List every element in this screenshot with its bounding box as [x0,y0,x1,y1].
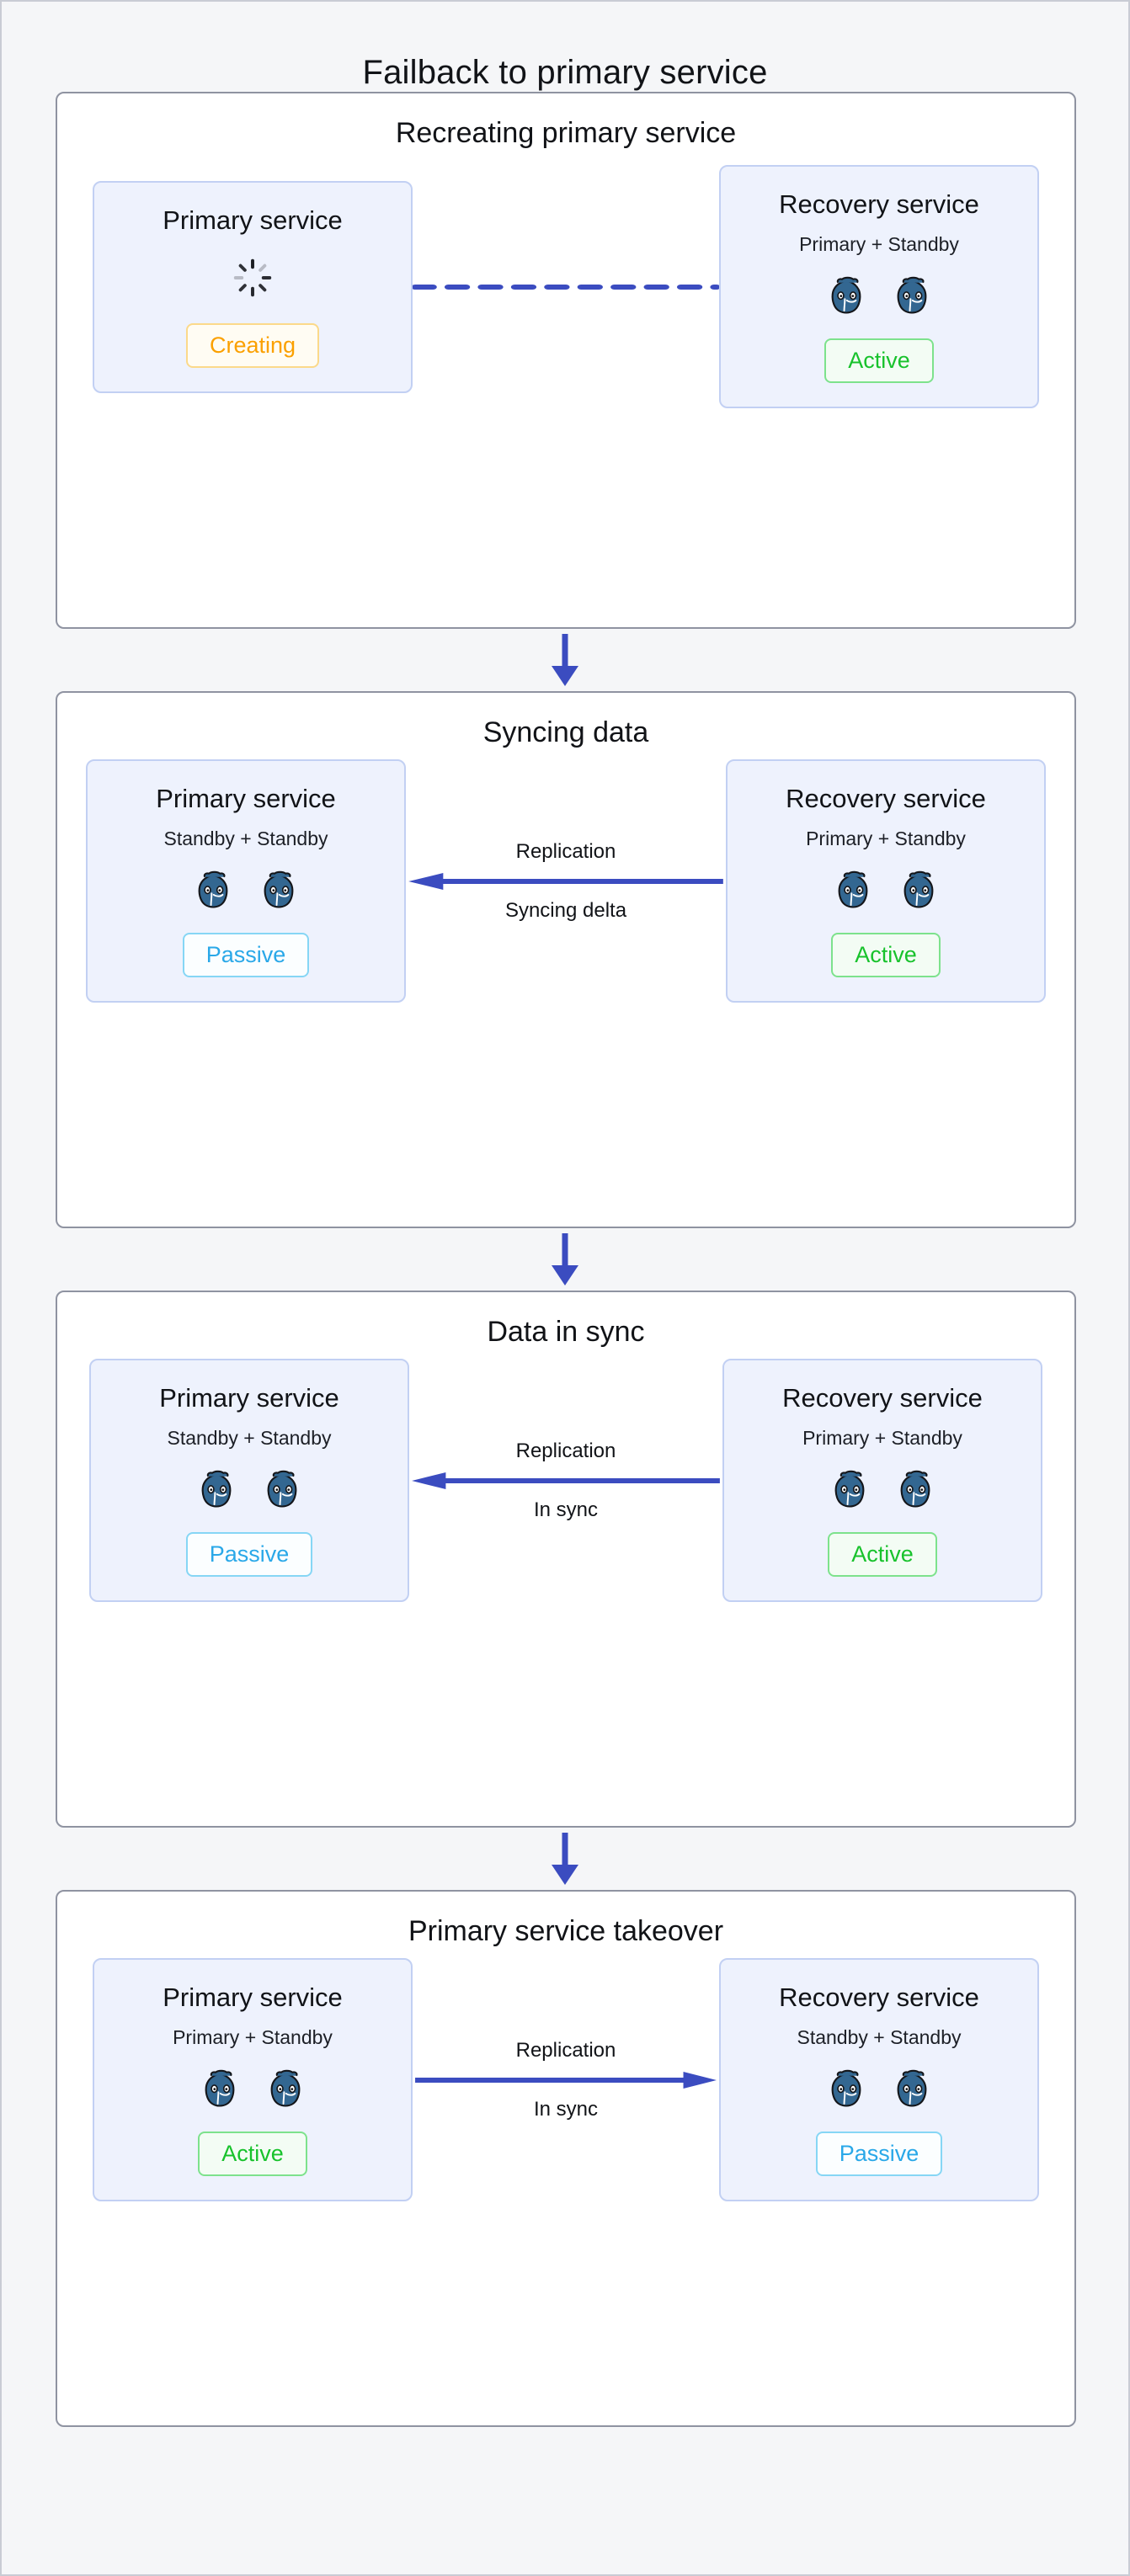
stage-primary-service-takeover: Primary service takeover Primary service… [56,1890,1076,2427]
postgresql-elephant-icon [900,1470,930,1508]
stage-connector-3-4 [56,1828,1074,1890]
stage-body: Primary service Standby + Standby [57,749,1074,1003]
postgresql-elephant-icon [831,276,861,314]
arrow-left-icon [408,872,723,890]
stage-connector-1-2 [56,629,1074,691]
dashed-link-icon [413,284,719,290]
postgresql-elephant-icon [264,870,294,908]
arrow-right-icon [415,2071,717,2089]
postgresql-elephant-icon [897,2069,927,2107]
postgres-node-row [198,2068,307,2111]
loading-spinner-icon [233,258,272,296]
postgresql-elephant-icon [903,870,934,908]
stage-title: Syncing data [482,716,649,748]
connector-dashed [413,276,719,298]
connector-label-top: Replication [515,1439,616,1462]
stage-title: Data in sync [487,1316,645,1348]
connector-label-top: Replication [515,839,616,863]
postgresql-elephant-icon [205,2069,235,2107]
stage-data-in-sync: Data in sync Primary service Standby + S… [56,1291,1076,1828]
status-badge: Active [198,2132,307,2177]
status-badge: Passive [185,1532,313,1578]
postgresql-elephant-icon [831,2069,861,2107]
card-subtitle: Primary + Standby [173,2026,333,2049]
page-title: Failback to primary service [362,54,768,91]
card-title: Recovery service [779,189,979,219]
card-title: Primary service [163,1983,343,2012]
recovery-service-card[interactable]: Recovery service Primary + Standby [722,1359,1042,1603]
connector-label-top: Replication [515,2038,616,2062]
status-badge: Passive [182,933,310,978]
postgresql-elephant-icon [201,1470,232,1508]
status-badge: Active [828,1532,937,1578]
status-badge: Active [831,933,941,978]
postgresql-elephant-icon [198,870,228,908]
card-subtitle: Primary + Standby [799,233,959,256]
status-badge: Passive [815,2132,943,2177]
stage-connector-2-3 [56,1228,1074,1291]
connector-replication: Replication In sync [413,2039,719,2121]
stage-body: Primary service Creati [57,150,1074,409]
arrow-left-icon [412,1472,720,1489]
card-title: Recovery service [782,1383,983,1413]
card-title: Primary service [163,205,343,235]
status-badge: Active [824,338,934,384]
card-subtitle: Standby + Standby [167,1427,332,1450]
connector-label-bottom: In sync [533,2097,599,2121]
stage-title: Primary service takeover [408,1915,724,1947]
arrow-down-icon [552,1233,578,1285]
postgresql-elephant-icon [838,870,868,908]
recovery-service-card[interactable]: Recovery service Standby + Standby [719,1958,1039,2202]
postgres-node-row [824,274,934,318]
card-title: Recovery service [779,1983,979,2012]
primary-service-card[interactable]: Primary service Primary + Standby [93,1958,413,2202]
card-title: Recovery service [786,784,986,813]
postgres-node-row [824,2068,934,2111]
connector-label-bottom: In sync [533,1498,599,1521]
stage-syncing-data: Syncing data Primary service Standby + S… [56,691,1076,1228]
primary-service-card[interactable]: Primary service Standby + Standby [86,759,406,1003]
primary-service-card[interactable]: Primary service Creati [93,180,413,393]
card-subtitle: Primary + Standby [802,1427,962,1450]
postgresql-elephant-icon [834,1470,865,1508]
arrow-down-icon [552,1833,578,1885]
recovery-service-card[interactable]: Recovery service Primary + Standby [726,759,1046,1003]
stage-body: Primary service Standby + Standby [57,1349,1074,1603]
card-subtitle: Standby + Standby [797,2026,962,2049]
postgres-node-row [828,1468,937,1512]
recovery-service-card[interactable]: Recovery service Primary + Standby [719,165,1039,409]
card-title: Primary service [156,784,336,813]
postgresql-elephant-icon [897,276,927,314]
stage-recreating-primary-service: Recreating primary service Primary servi… [56,92,1076,629]
card-subtitle: Standby + Standby [163,828,328,850]
stage-title: Recreating primary service [395,117,737,149]
postgres-node-row [195,1468,304,1512]
connector-label-bottom: Syncing delta [504,898,627,922]
postgresql-elephant-icon [267,1470,297,1508]
connector-replication: Replication In sync [409,1440,722,1522]
postgresql-elephant-icon [270,2069,301,2107]
arrow-down-icon [552,634,578,686]
postgres-node-row [831,869,941,913]
card-title: Primary service [159,1383,339,1413]
connector-replication: Replication Syncing delta [406,840,726,923]
stage-list: Recreating primary service Primary servi… [2,92,1128,2427]
status-badge: Creating [185,322,320,368]
stage-body: Primary service Primary + Standby [57,1948,1074,2202]
card-subtitle: Primary + Standby [806,828,966,850]
primary-service-card[interactable]: Primary service Standby + Standby [89,1359,409,1603]
postgres-node-row [191,869,301,913]
